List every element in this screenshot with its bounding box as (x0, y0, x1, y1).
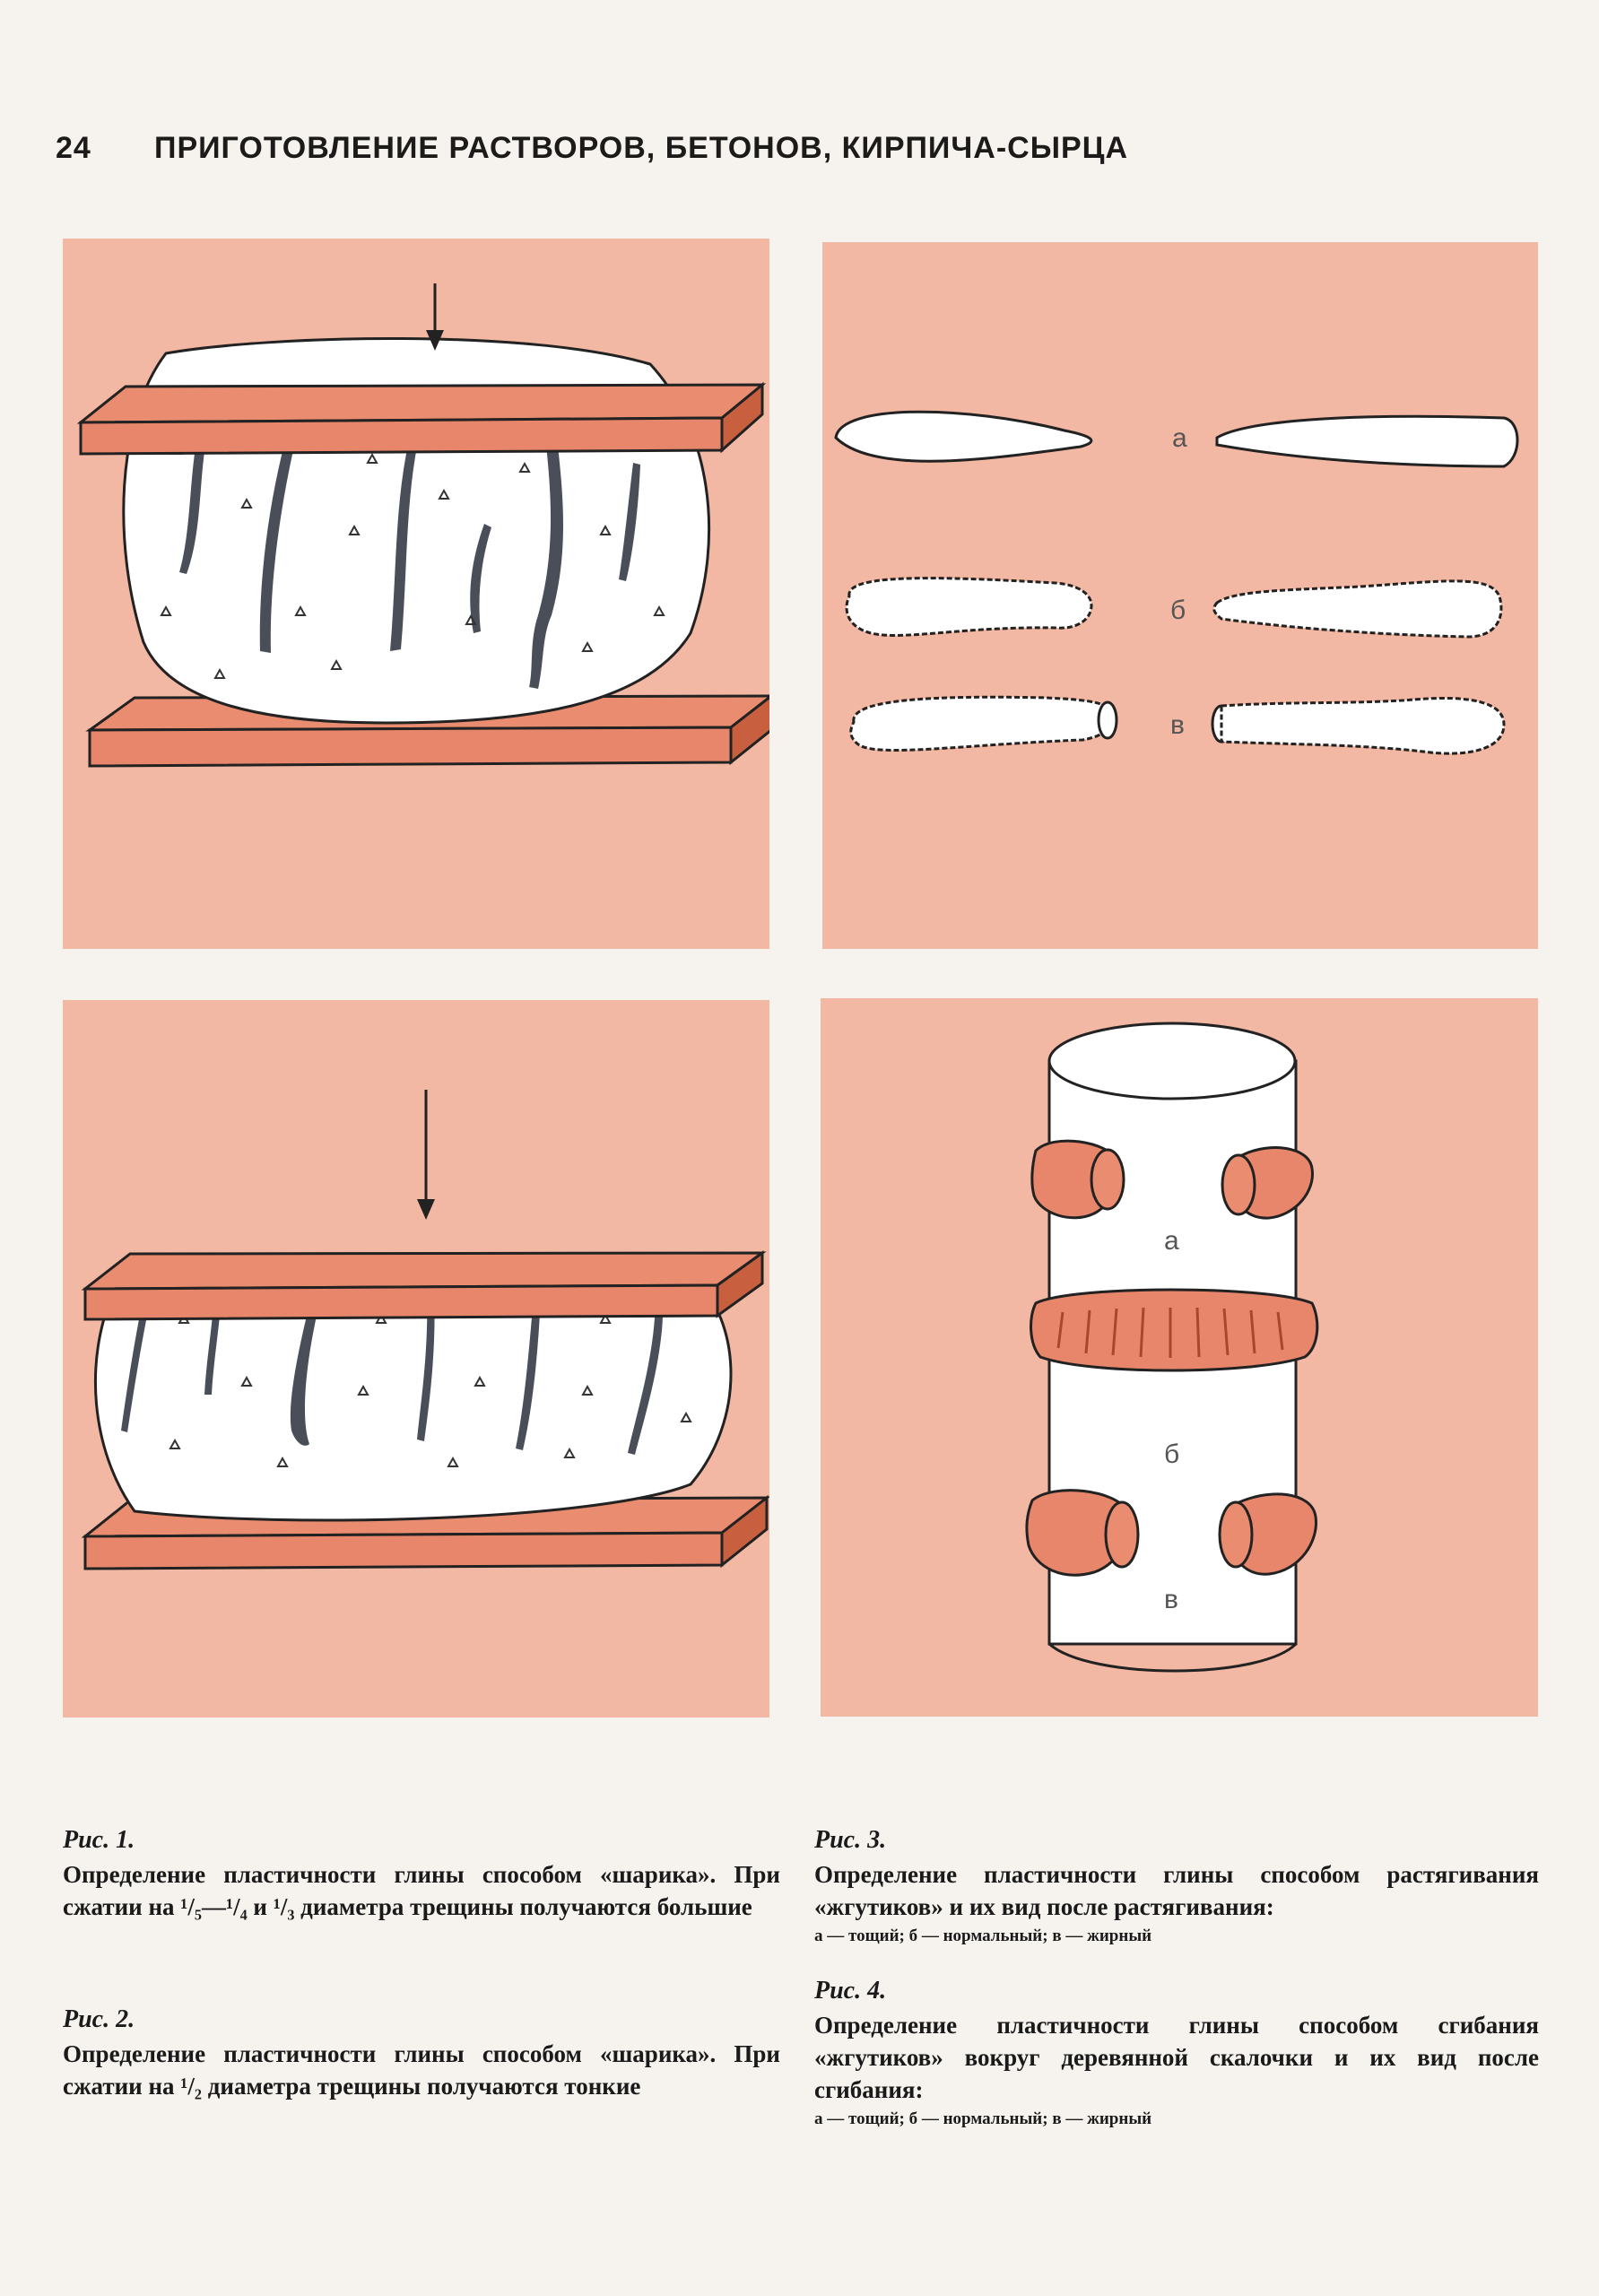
roll-normal-right (1212, 579, 1503, 639)
figure-3-text: Определение пластичности глины способом … (814, 1861, 1539, 1920)
thin-crack-lines (121, 1269, 664, 1455)
figure-2-text: Определение пластичности глины способом … (63, 2040, 780, 2100)
figure-4-text: Определение пластичности глины способом … (814, 2012, 1539, 2103)
ring-label-a: а (1164, 1226, 1179, 1256)
page-title: ПРИГОТОВЛЕНИЕ РАСТВОРОВ, БЕТОНОВ, КИРПИЧ… (154, 131, 1129, 165)
figure-4-svg: а б в (1025, 1022, 1319, 1673)
figure-2-svg (81, 1090, 769, 1570)
top-board (81, 1250, 767, 1321)
figure-3-illustration: а б в (822, 242, 1538, 949)
roll-ring-normal (1030, 1288, 1319, 1372)
page-header: 24 ПРИГОТОВЛЕНИЕ РАСТВОРОВ, БЕТОНОВ, КИР… (56, 131, 1128, 166)
figure-1-illustration (63, 239, 769, 949)
roll-label-b: б (1170, 596, 1186, 625)
figure-3-label: Рис. 3. (814, 1826, 887, 1854)
figure-4-illustration: а б в (821, 998, 1538, 1717)
roll-label-c: в (1170, 710, 1185, 740)
figure-4-legend: а — тощий; б — нормальный; в — жирный (814, 2109, 1152, 2128)
caption-figure-1: Рис. 1. Определение пластичности глины с… (63, 1826, 780, 1923)
figure-2-illustration (63, 1000, 769, 1718)
roll-ring-fat (1025, 1489, 1317, 1577)
figure-4-label: Рис. 4. (814, 1977, 887, 2005)
roll-fat-left (849, 695, 1118, 752)
caption-figure-2: Рис. 2. Определение пластичности глины с… (63, 2005, 780, 2102)
figure-1-label: Рис. 1. (63, 1826, 135, 1854)
roll-normal-left (845, 577, 1093, 637)
page-number: 24 (56, 131, 91, 165)
figure-3-legend: а — тощий; б — нормальный; в — жирный (814, 1926, 1152, 1945)
figure-1-svg (76, 283, 769, 768)
pressure-arrow (417, 1090, 435, 1220)
figure-3-svg: а б в (834, 410, 1519, 755)
ring-label-c: в (1164, 1585, 1178, 1614)
roll-lean-right (1215, 414, 1519, 468)
ring-label-b: б (1164, 1439, 1179, 1469)
top-board (76, 381, 767, 456)
roll-fat-right (1211, 697, 1506, 755)
figure-2-label: Рис. 2. (63, 2005, 135, 2033)
figure-1-text: Определение пластичности глины способом … (63, 1861, 780, 1920)
caption-figure-3: Рис. 3. Определение пластичности глины с… (814, 1826, 1539, 1946)
crack-lines (179, 407, 640, 689)
roll-ring-lean (1030, 1139, 1314, 1220)
caption-figure-4: Рис. 4. Определение пластичности глины с… (814, 1977, 1539, 2129)
pressure-arrow (426, 283, 444, 351)
roll-label-a: а (1172, 423, 1187, 453)
roll-lean-left (834, 410, 1093, 463)
